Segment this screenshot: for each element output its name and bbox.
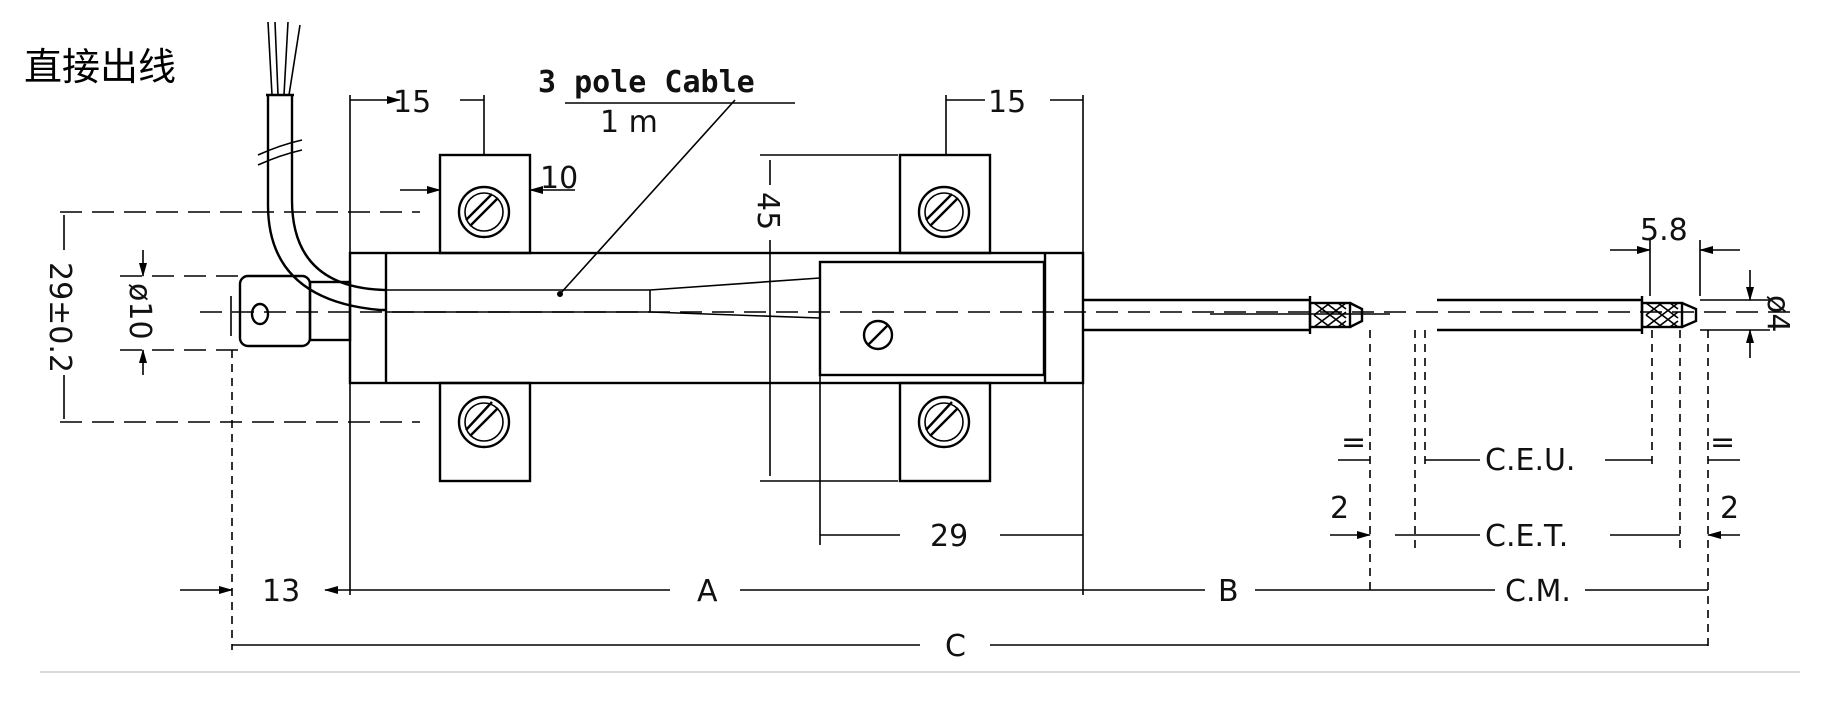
cable [257, 21, 387, 312]
rod-left [1083, 296, 1364, 334]
dim-dia-4: ø4 [1760, 295, 1795, 332]
dim-15-left: 15 [393, 85, 431, 120]
mounting-clamps [438, 153, 992, 483]
dim-15-right: 15 [988, 85, 1026, 120]
sensor-body [200, 251, 1800, 385]
dim-dia-10: ø10 [122, 283, 157, 340]
dim-13: 13 [262, 574, 300, 609]
rod-right [1437, 296, 1698, 334]
dim-b: B [1218, 574, 1239, 609]
dim-a: A [697, 574, 718, 609]
dim-29-bottom: 29 [930, 519, 968, 554]
dim-45: 45 [750, 192, 785, 230]
clamp-screws [457, 185, 971, 449]
dim-c: C [945, 629, 966, 664]
dim-2-left: 2 [1330, 491, 1349, 526]
end-fitting [230, 274, 352, 348]
screw-icon [862, 319, 894, 351]
dim-cet: C.E.T. [1485, 519, 1568, 554]
cable-length: 1 m [600, 105, 658, 140]
diagram-title: 直接出线 [24, 45, 177, 89]
screw-icon [457, 185, 511, 239]
dim-2-right: 2 [1720, 491, 1739, 526]
dim-10: 10 [540, 161, 578, 196]
cable-label: 3 pole Cable [538, 65, 755, 100]
eq-right: = [1710, 425, 1735, 460]
screw-icon [917, 395, 971, 449]
dim-cm: C.M. [1505, 574, 1571, 609]
dim-29-height: 29±0.2 [42, 262, 77, 373]
eq-left: = [1341, 425, 1366, 460]
extension-lines [60, 95, 1770, 650]
dimension-lines [40, 96, 1800, 673]
screw-icon [917, 185, 971, 239]
screw-icon [457, 395, 511, 449]
dim-5-8: 5.8 [1640, 213, 1688, 248]
dim-ceu: C.E.U. [1485, 443, 1575, 478]
